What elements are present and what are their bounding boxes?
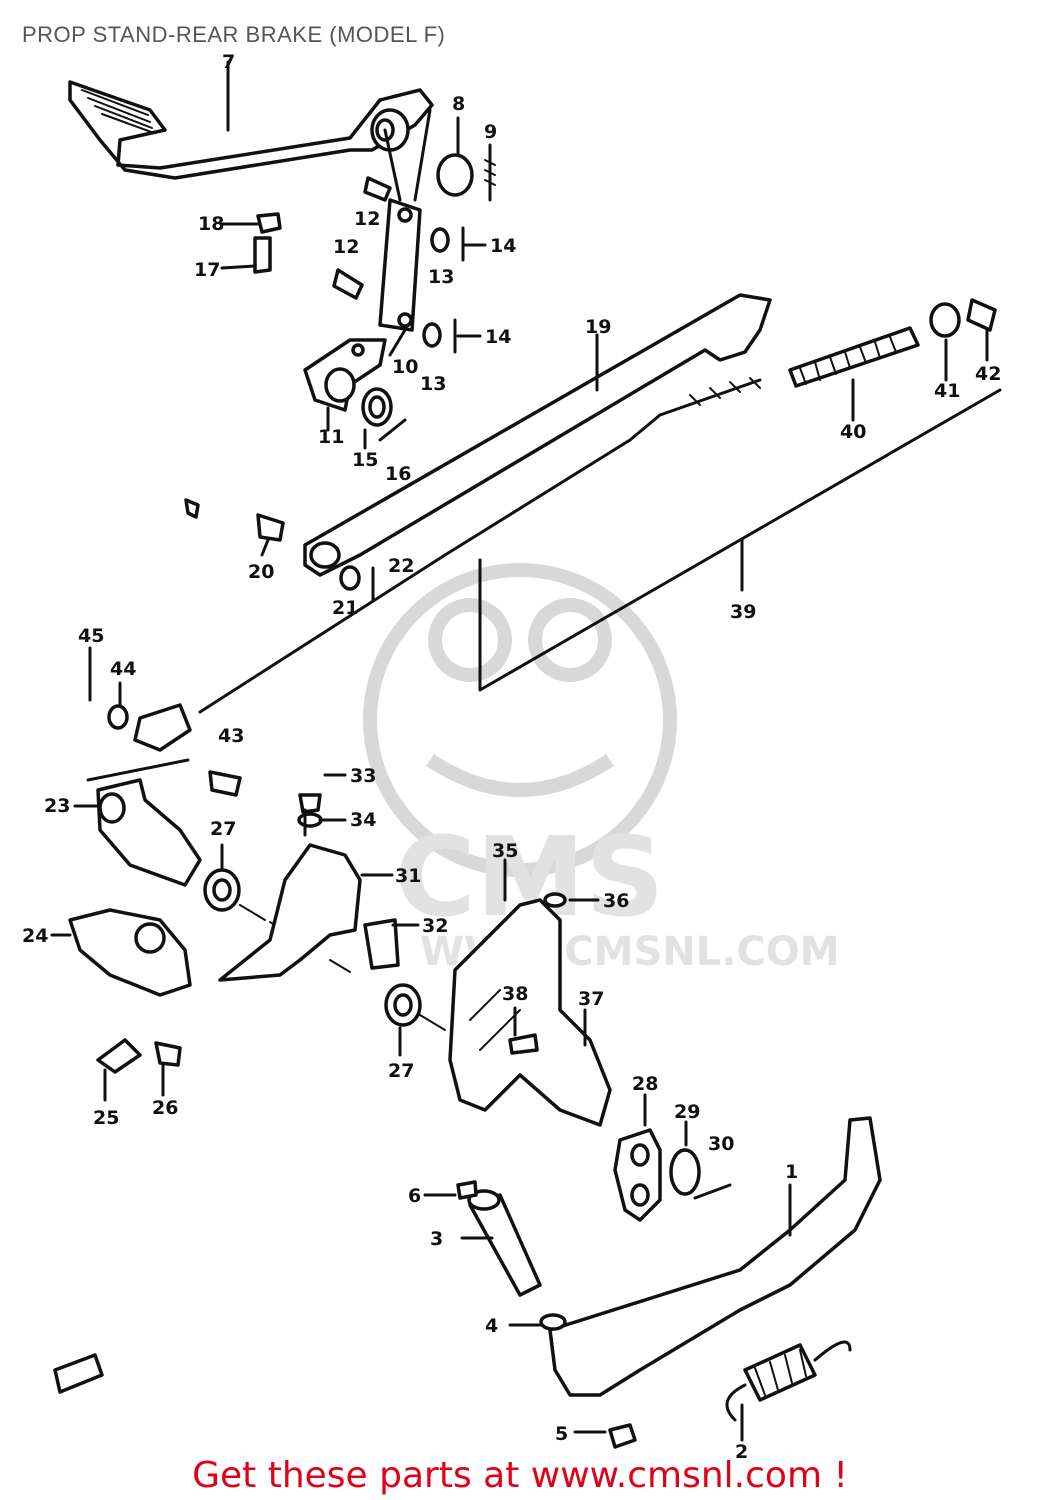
brake-cable — [133, 377, 762, 752]
callout-39-bracket — [478, 388, 1002, 692]
callout-10: 10 — [392, 356, 418, 378]
callout-37: 37 — [578, 988, 604, 1010]
callout-22: 22 — [388, 555, 414, 577]
callout-45: 45 — [78, 625, 104, 647]
callout-31: 31 — [395, 865, 421, 887]
rear-spring-set — [788, 298, 997, 422]
misc-rubber-piece — [53, 1353, 104, 1394]
callout-13b: 13 — [420, 373, 446, 395]
callout-28: 28 — [632, 1073, 658, 1095]
callout-17: 17 — [194, 259, 220, 281]
callout-11: 11 — [318, 426, 344, 448]
washers-and-pins — [422, 226, 487, 354]
callout-27b: 27 — [388, 1060, 414, 1082]
small-spring-and-bolt — [96, 1038, 182, 1102]
callout-30: 30 — [708, 1133, 734, 1155]
callout-38: 38 — [502, 983, 528, 1005]
prop-stand — [548, 1116, 882, 1397]
callout-6: 6 — [408, 1185, 421, 1207]
callout-8: 8 — [452, 93, 465, 115]
callout-44: 44 — [110, 658, 136, 680]
callout-18: 18 — [198, 213, 224, 235]
brake-link — [332, 108, 432, 357]
callout-35: 35 — [492, 840, 518, 862]
callout-3: 3 — [430, 1228, 443, 1250]
callout-42: 42 — [975, 363, 1001, 385]
brake-lever-arm — [303, 338, 407, 450]
callout-15: 15 — [352, 449, 378, 471]
callout-41: 41 — [934, 380, 960, 402]
callout-4: 4 — [485, 1315, 498, 1337]
cap-and-pin — [436, 116, 496, 202]
callout-32: 32 — [422, 915, 448, 937]
stand-bracket — [448, 858, 612, 1127]
callout-16: 16 — [385, 463, 411, 485]
callout-19: 19 — [585, 316, 611, 338]
callout-labels: 1 2 3 4 5 6 7 8 9 10 11 12 12 13 13 14 1… — [22, 51, 1001, 1463]
callout-5: 5 — [555, 1423, 568, 1445]
callout-24: 24 — [22, 925, 48, 947]
callout-12a: 12 — [354, 208, 380, 230]
callout-39: 39 — [730, 601, 756, 623]
callout-7: 7 — [222, 51, 235, 73]
pivot-bolt-set — [423, 1180, 637, 1449]
callout-13a: 13 — [428, 266, 454, 288]
callout-27a: 27 — [210, 818, 236, 840]
callout-12b: 12 — [333, 236, 359, 258]
callout-40: 40 — [840, 421, 866, 443]
pivot-housing — [50, 908, 192, 997]
lever-shaft — [73, 758, 242, 887]
callout-36: 36 — [603, 890, 629, 912]
side-bracket — [218, 773, 420, 982]
callout-2: 2 — [735, 1441, 748, 1463]
callout-14a: 14 — [490, 235, 516, 257]
callout-21: 21 — [332, 597, 358, 619]
adjuster-bolt-nut — [220, 212, 282, 274]
callout-33: 33 — [350, 765, 376, 787]
callout-34: 34 — [350, 809, 376, 831]
page-title: PROP STAND-REAR BRAKE (MODEL F) — [22, 22, 446, 47]
brake-rod — [303, 293, 772, 577]
callout-23: 23 — [44, 795, 70, 817]
callout-1: 1 — [785, 1161, 798, 1183]
gasket-seal-pin — [613, 1093, 732, 1222]
callout-9: 9 — [484, 121, 497, 143]
callout-43: 43 — [218, 725, 244, 747]
callout-26: 26 — [152, 1097, 178, 1119]
callout-20: 20 — [248, 561, 274, 583]
callout-29: 29 — [674, 1101, 700, 1123]
brake-pedal — [68, 60, 434, 180]
stand-spring — [725, 1340, 852, 1442]
rod-pins — [256, 513, 375, 602]
cable-end-fasteners — [88, 498, 200, 730]
parts-link[interactable]: Get these parts at www.cmsnl.com ! — [192, 1455, 848, 1496]
callout-25: 25 — [93, 1107, 119, 1129]
callout-14b: 14 — [485, 326, 511, 348]
